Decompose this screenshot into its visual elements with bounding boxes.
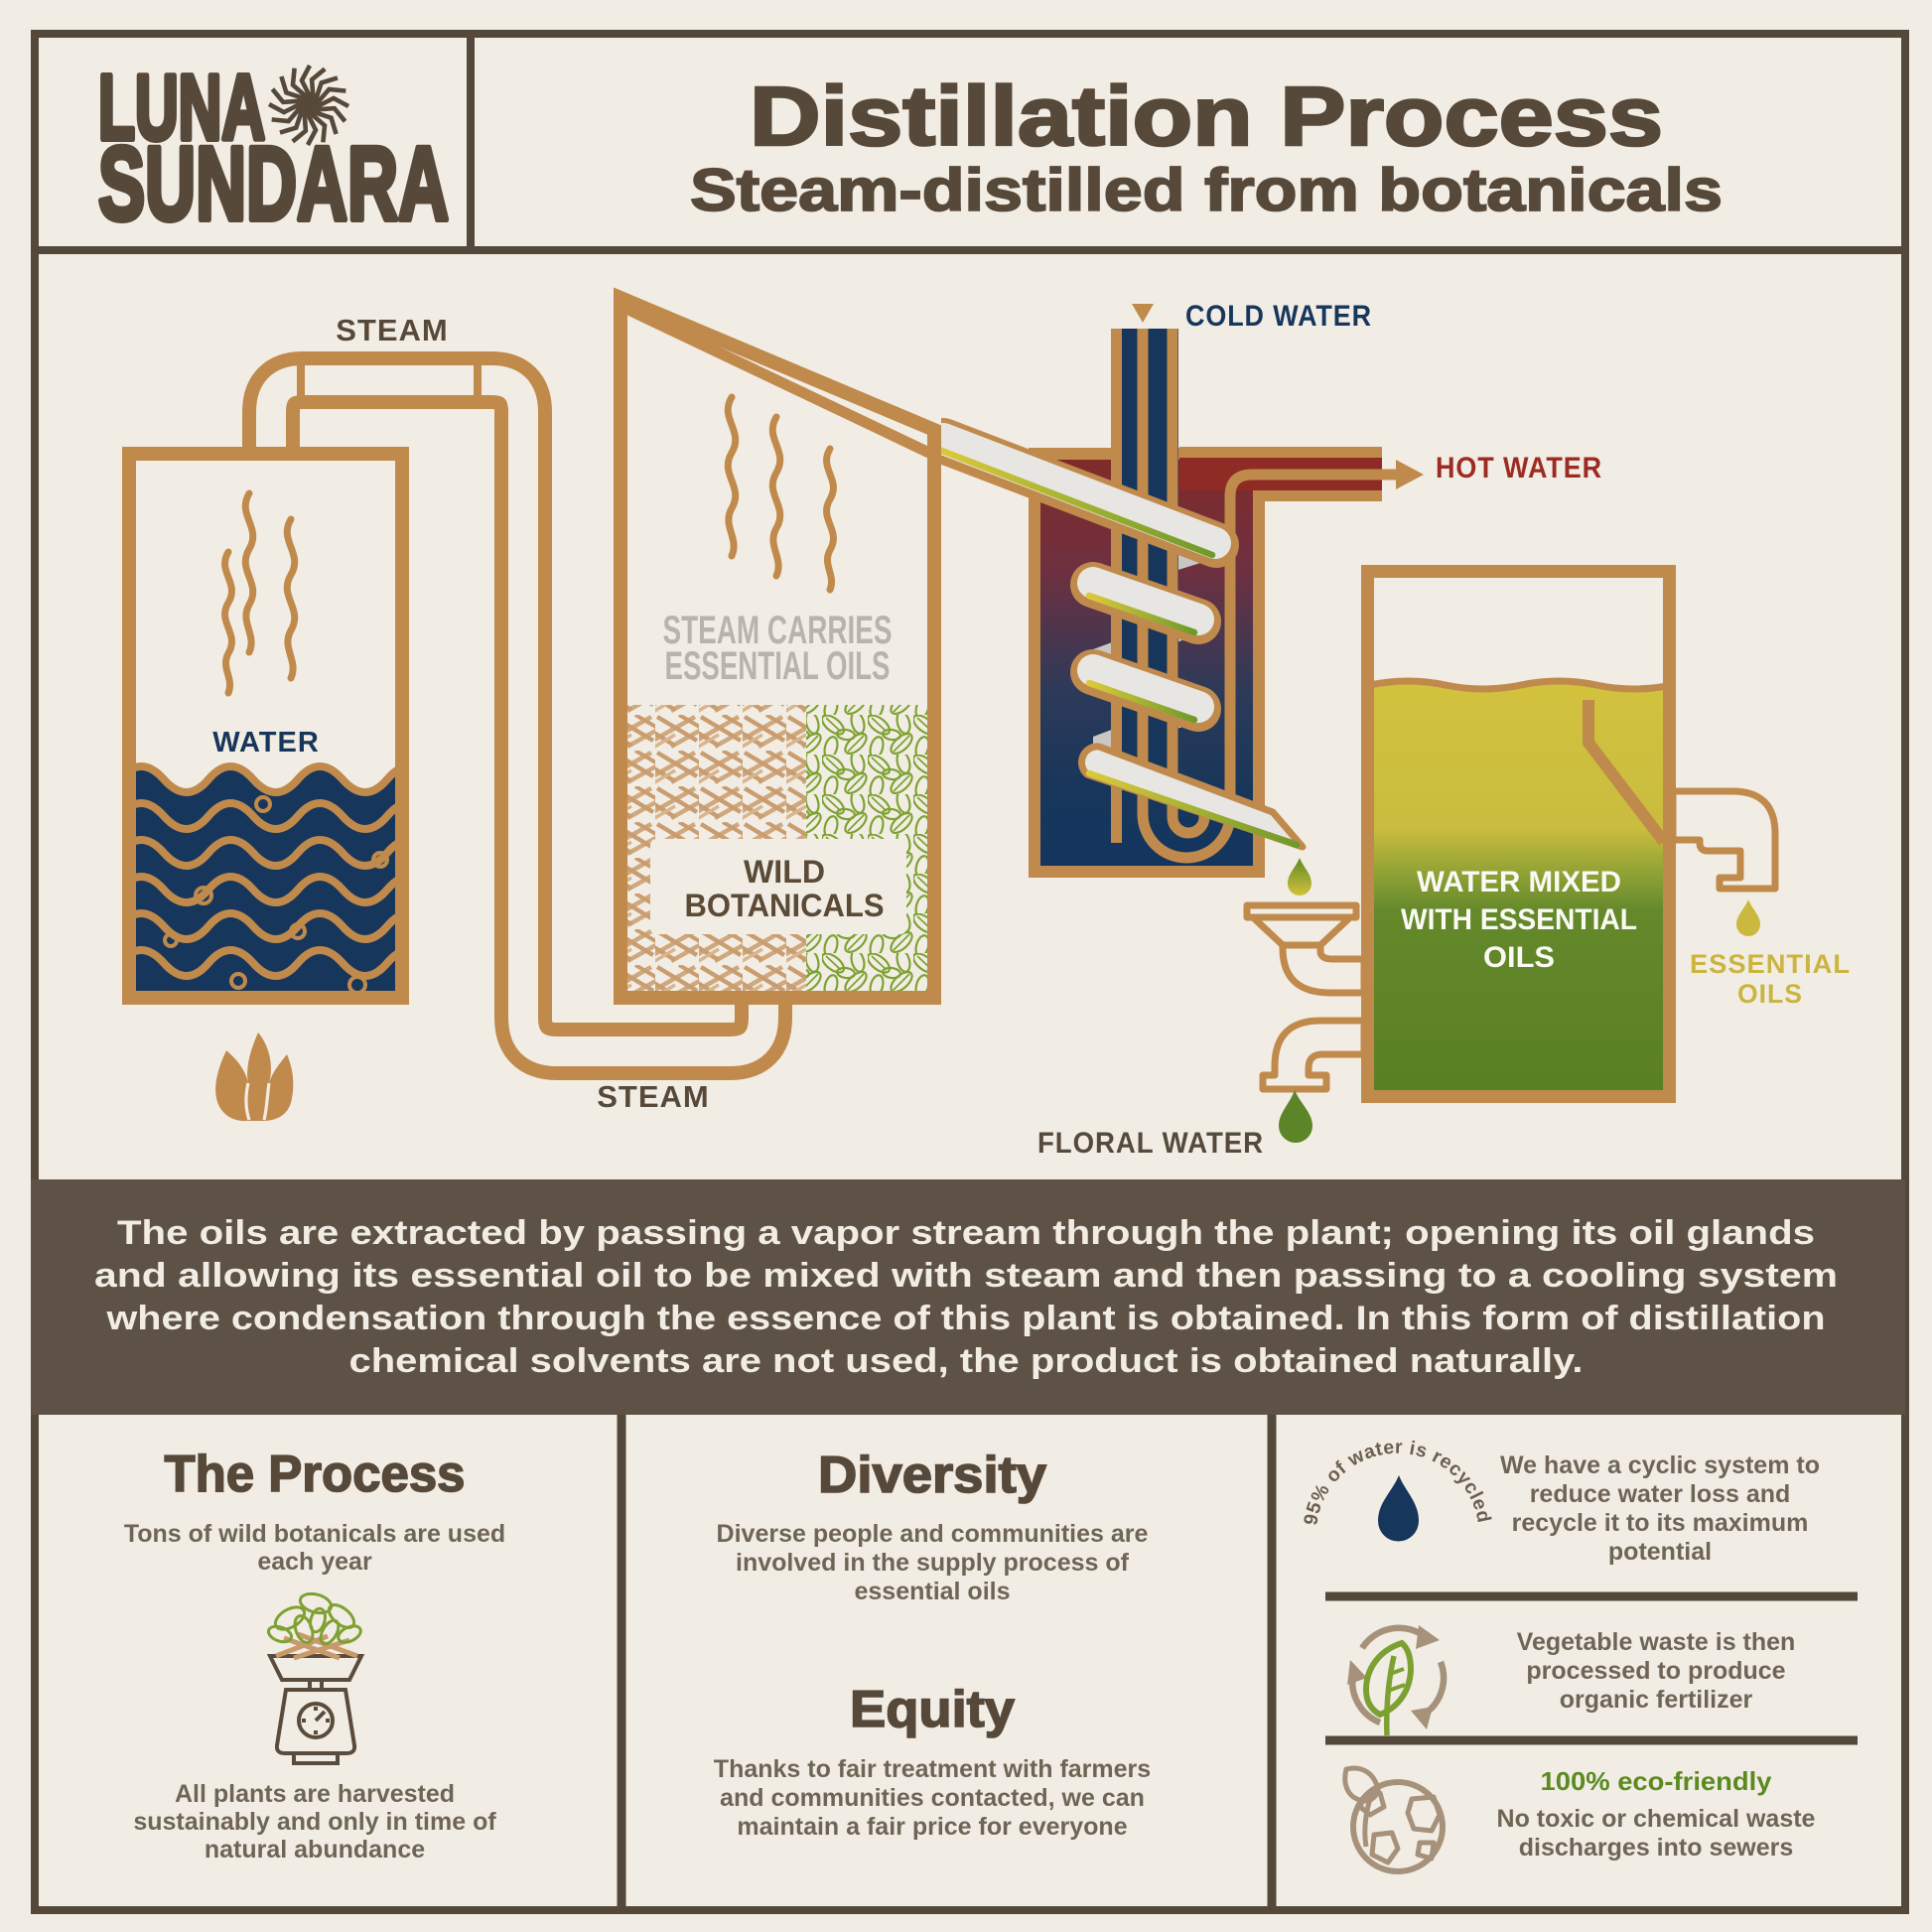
- svg-text:WILD: WILD: [744, 854, 825, 890]
- svg-text:where condensation through the: where condensation through the essence o…: [105, 1300, 1825, 1337]
- svg-text:discharges into sewers: discharges into sewers: [1519, 1834, 1794, 1862]
- svg-text:and allowing its essential oil: and allowing its essential oil to be mix…: [94, 1257, 1838, 1295]
- svg-text:We have a cyclic system to: We have a cyclic system to: [1500, 1451, 1820, 1479]
- svg-text:WITH ESSENTIAL: WITH ESSENTIAL: [1401, 903, 1637, 936]
- svg-text:sustainably and only in time o: sustainably and only in time of: [133, 1808, 496, 1836]
- svg-text:involved in the supply process: involved in the supply process of: [736, 1549, 1130, 1577]
- svg-text:Thanks to fair treatment with: Thanks to fair treatment with farmers: [714, 1755, 1151, 1783]
- svg-text:SUNDARA: SUNDARA: [98, 126, 449, 242]
- svg-text:WATER MIXED: WATER MIXED: [1417, 866, 1621, 898]
- svg-text:BOTANICALS: BOTANICALS: [685, 888, 885, 923]
- svg-text:Distillation Process: Distillation Process: [750, 69, 1663, 163]
- svg-text:LUNA: LUNA: [98, 56, 265, 159]
- svg-text:STEAM: STEAM: [597, 1079, 710, 1114]
- svg-text:chemical solvents are not used: chemical solvents are not used, the prod…: [349, 1342, 1584, 1380]
- svg-text:100% eco-friendly: 100% eco-friendly: [1541, 1766, 1773, 1796]
- svg-text:natural abundance: natural abundance: [205, 1836, 425, 1863]
- svg-text:Diverse people and communities: Diverse people and communities are: [717, 1520, 1149, 1548]
- svg-text:recycle it to its maximum: recycle it to its maximum: [1512, 1509, 1809, 1537]
- svg-text:potential: potential: [1608, 1538, 1712, 1566]
- svg-text:STEAM: STEAM: [336, 313, 449, 347]
- svg-text:essential oils: essential oils: [854, 1578, 1010, 1605]
- svg-text:OILS: OILS: [1737, 979, 1803, 1009]
- svg-text:No toxic or chemical waste: No toxic or chemical waste: [1497, 1805, 1816, 1833]
- svg-text:All plants are harvested: All plants are harvested: [175, 1780, 455, 1808]
- svg-text:WATER: WATER: [212, 727, 320, 759]
- svg-text:maintain a fair price for ever: maintain a fair price for everyone: [737, 1813, 1127, 1841]
- svg-text:OILS: OILS: [1483, 941, 1555, 974]
- svg-text:and communities contacted, we: and communities contacted, we can: [720, 1784, 1145, 1812]
- svg-text:organic fertilizer: organic fertilizer: [1560, 1686, 1753, 1714]
- svg-text:Steam-distilled from botanical: Steam-distilled from botanicals: [690, 157, 1723, 223]
- svg-text:HOT WATER: HOT WATER: [1436, 452, 1602, 484]
- svg-text:The Process: The Process: [165, 1446, 466, 1503]
- svg-text:Vegetable waste is then: Vegetable waste is then: [1517, 1628, 1796, 1656]
- svg-text:The oils are extracted by pass: The oils are extracted by passing a vapo…: [117, 1214, 1815, 1252]
- svg-text:STEAM CARRIES: STEAM CARRIES: [663, 609, 893, 652]
- svg-text:ESSENTIAL OILS: ESSENTIAL OILS: [665, 644, 891, 688]
- svg-text:Equity: Equity: [850, 1681, 1015, 1738]
- svg-text:processed to produce: processed to produce: [1526, 1657, 1785, 1685]
- svg-text:Tons of wild botanicals are us: Tons of wild botanicals are used: [124, 1520, 505, 1548]
- svg-text:reduce water loss and: reduce water loss and: [1530, 1480, 1791, 1508]
- svg-text:ESSENTIAL: ESSENTIAL: [1690, 949, 1851, 979]
- svg-text:Diversity: Diversity: [818, 1447, 1046, 1504]
- svg-text:COLD WATER: COLD WATER: [1185, 300, 1372, 333]
- svg-text:each year: each year: [257, 1548, 372, 1576]
- svg-text:FLORAL WATER: FLORAL WATER: [1037, 1127, 1264, 1160]
